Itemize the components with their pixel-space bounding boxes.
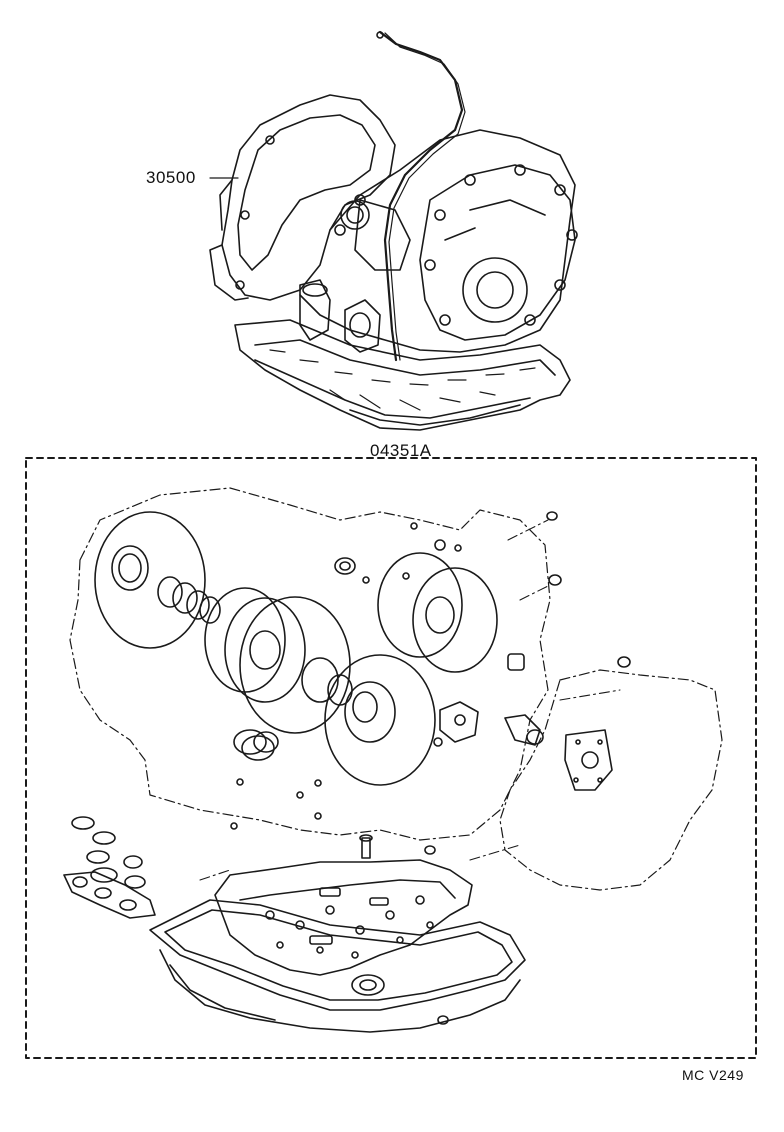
transaxle-assembly-drawing [209,30,578,431]
diagram-reference-code: MC V249 [682,1067,744,1083]
part-label-transaxle: 30500 [146,168,196,187]
part-label-gasket-kit: 04351A [370,441,432,460]
gasket-kit-drawing [25,457,757,1059]
